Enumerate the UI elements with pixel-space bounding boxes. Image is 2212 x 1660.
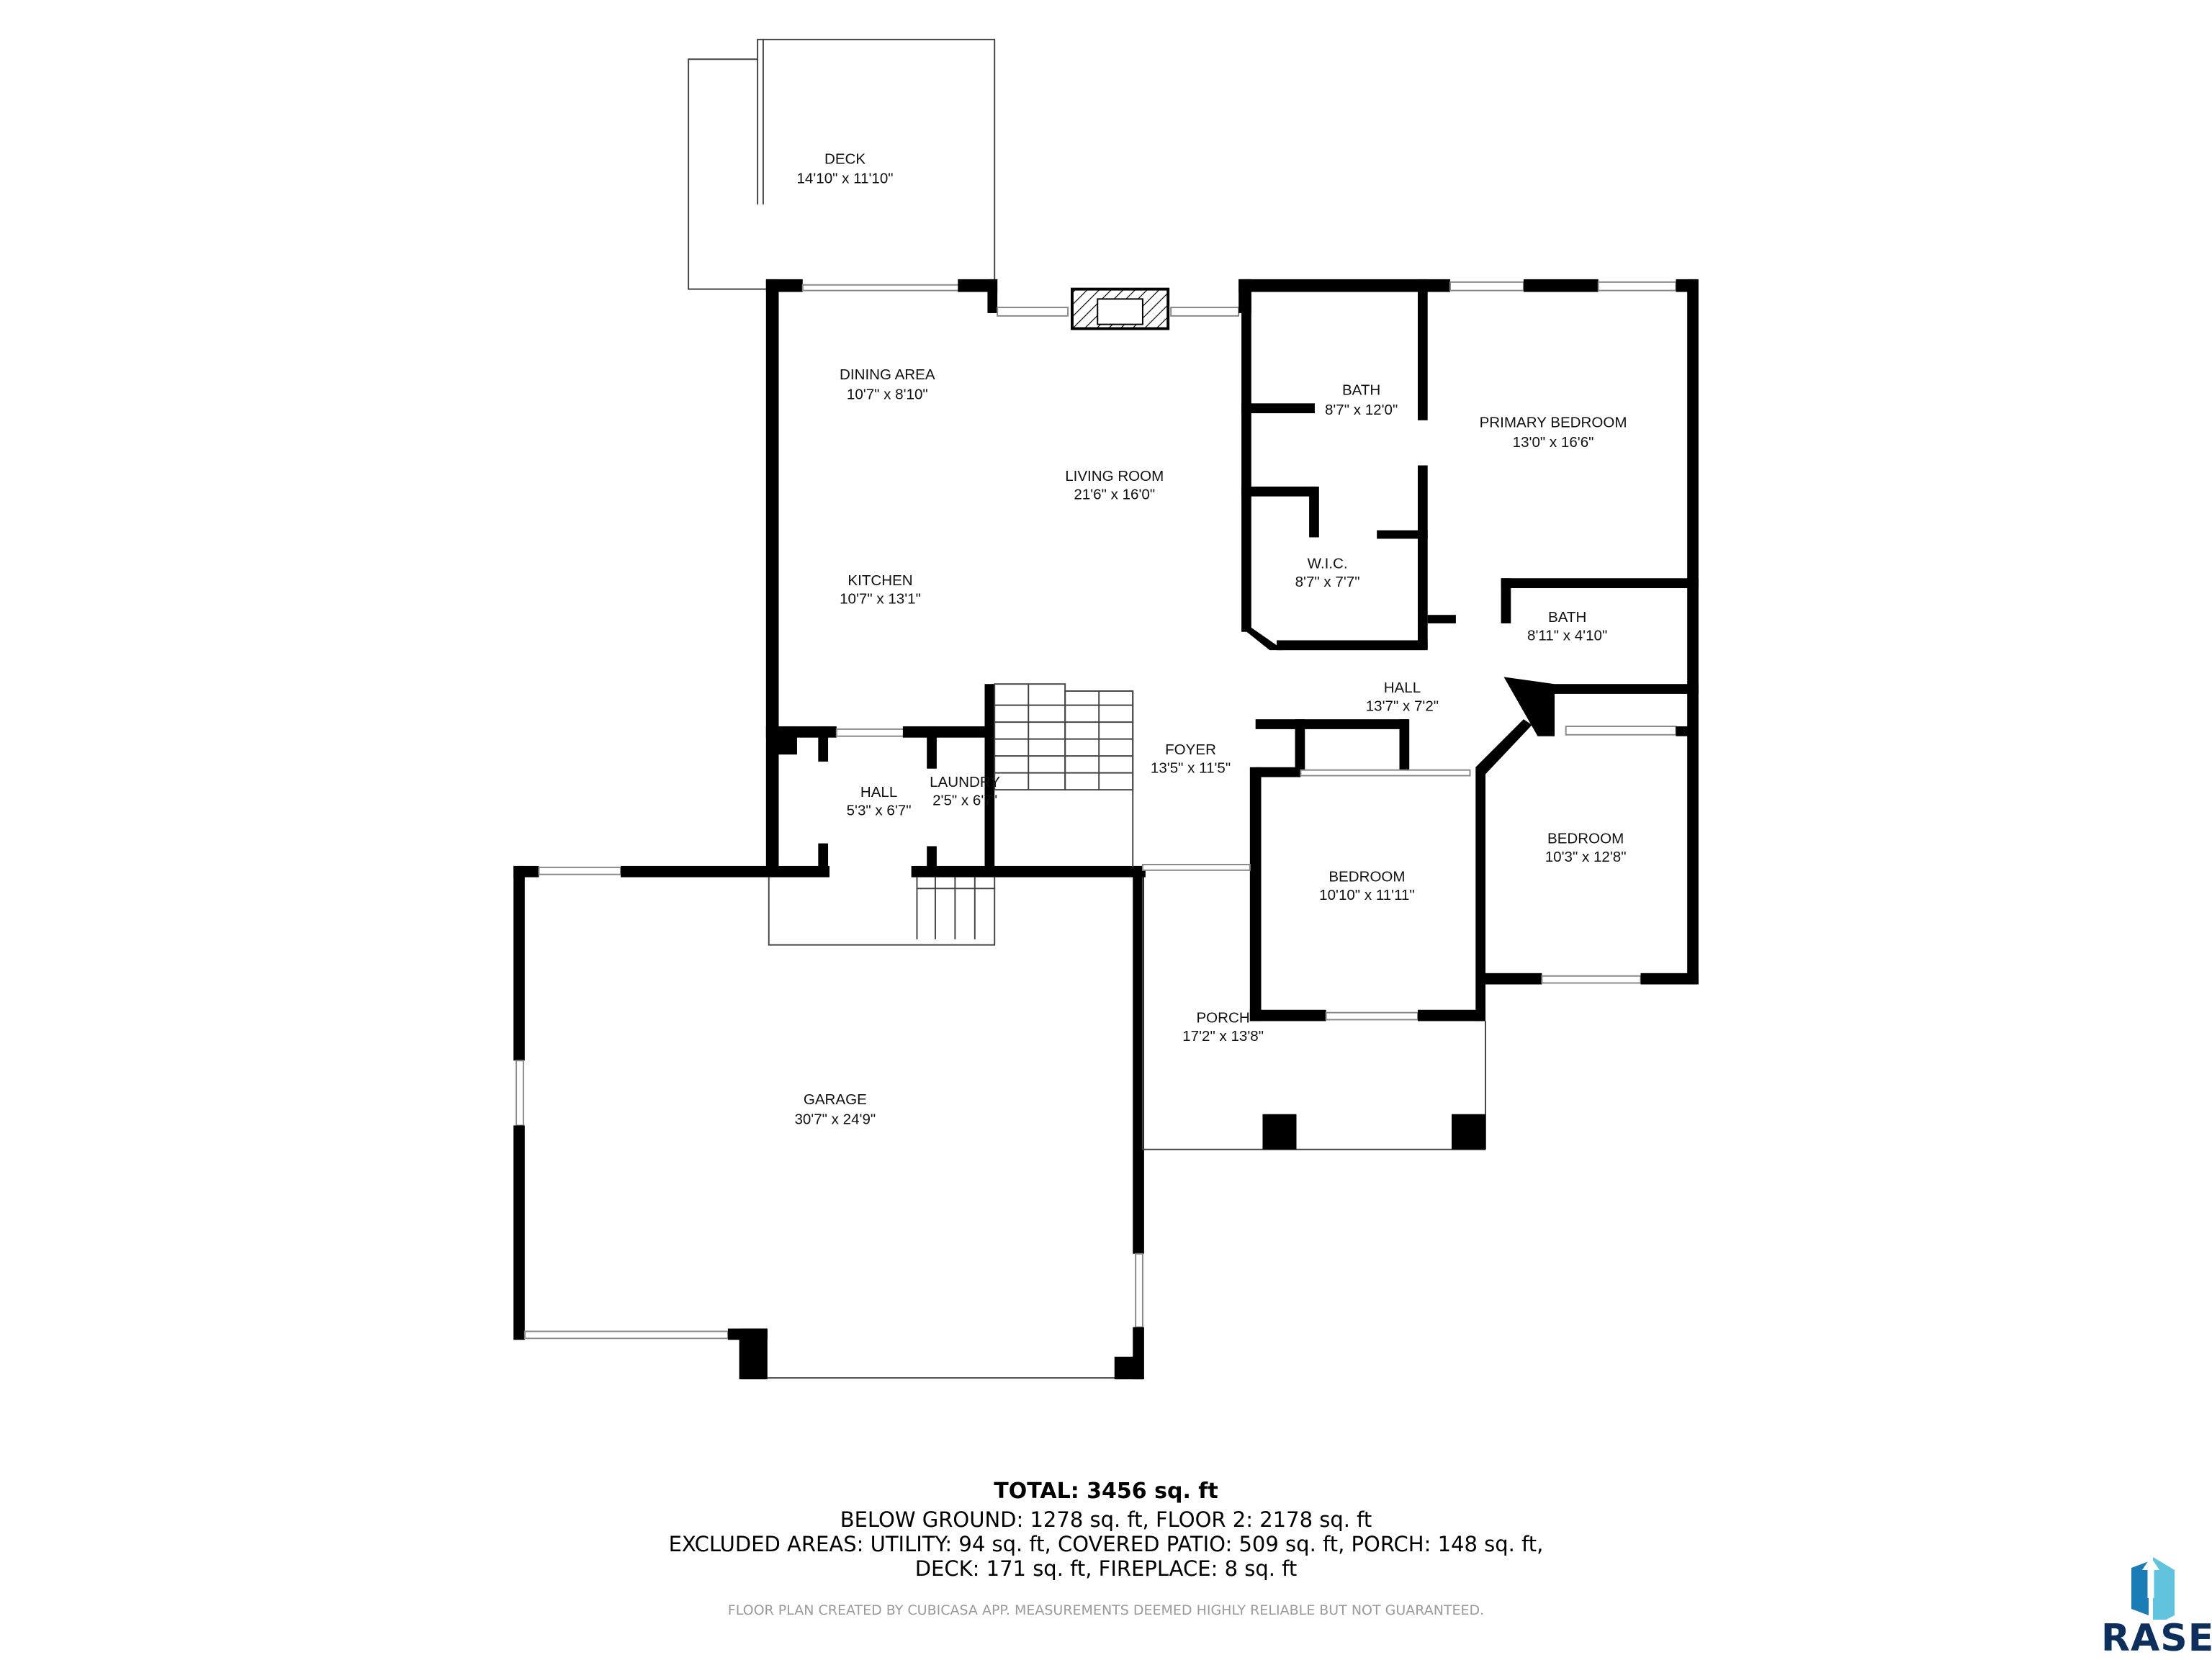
room-name-foyer: FOYER: [1165, 741, 1216, 758]
room-dims-bedroom-2: 10'3" x 12'8": [1545, 849, 1627, 865]
room-name-kitchen: KITCHEN: [848, 572, 912, 589]
area-breakdown: BELOW GROUND: 1278 sq. ft, FLOOR 2: 2178…: [840, 1507, 1372, 1532]
room-dims-laundry: 2'5" x 6'7": [932, 793, 997, 809]
disclaimer: FLOOR PLAN CREATED BY CUBICASA APP. MEAS…: [727, 1602, 1485, 1618]
total-area: TOTAL: 3456 sq. ft: [994, 1479, 1218, 1504]
room-dims-dining: 10'7" x 8'10": [847, 386, 928, 402]
logo-text: RASE: [2101, 1617, 2212, 1660]
room-dims-garage: 30'7" x 24'9": [794, 1111, 876, 1127]
room-dims-deck: 14'10" x 11'10": [796, 171, 893, 187]
room-name-hall-2: HALL: [860, 784, 897, 800]
room-name-wic: W.I.C.: [1308, 556, 1348, 572]
room-name-hall: HALL: [1384, 680, 1421, 696]
room-dims-bedroom: 10'10" x 11'11": [1319, 887, 1415, 903]
room-name-deck: DECK: [824, 150, 866, 167]
stairs: [916, 683, 1134, 939]
room-labels: DECK 14'10" x 11'10" DINING AREA 10'7" x…: [794, 150, 1627, 1127]
rase-logo-icon: [2131, 1557, 2175, 1620]
excluded-areas-cont: DECK: 171 sq. ft, FIREPLACE: 8 sq. ft: [914, 1556, 1298, 1581]
room-dims-bath: 8'7" x 12'0": [1325, 402, 1398, 418]
room-dims-wic: 8'7" x 7'7": [1295, 574, 1360, 590]
room-dims-living: 21'6" x 16'0": [1074, 487, 1155, 503]
room-dims-kitchen: 10'7" x 13'1": [840, 591, 921, 608]
deck-outline: [688, 38, 996, 290]
excluded-areas: EXCLUDED AREAS: UTILITY: 94 sq. ft, COVE…: [668, 1532, 1544, 1556]
room-name-living: LIVING ROOM: [1065, 468, 1164, 484]
room-dims-bath-2: 8'11" x 4'10": [1527, 627, 1607, 644]
room-name-garage: GARAGE: [804, 1091, 867, 1108]
room-dims-porch: 17'2" x 13'8": [1182, 1028, 1264, 1045]
room-name-bath: BATH: [1342, 382, 1380, 399]
room-name-dining: DINING AREA: [840, 366, 935, 383]
room-dims-foyer: 13'5" x 11'5": [1151, 760, 1231, 777]
room-name-bedroom: BEDROOM: [1328, 868, 1405, 885]
room-dims-primary-bedroom: 13'0" x 16'6": [1513, 434, 1594, 451]
room-dims-hall-2: 5'3" x 6'7": [847, 802, 912, 818]
room-name-primary-bedroom: PRIMARY BEDROOM: [1480, 415, 1627, 431]
walls: [513, 279, 1699, 1380]
room-name-laundry: LAUNDRY: [930, 774, 1000, 790]
room-name-porch: PORCH: [1196, 1009, 1249, 1026]
room-dims-hall: 13'7" x 7'2": [1366, 698, 1439, 714]
room-name-bath-2: BATH: [1548, 609, 1586, 626]
room-name-bedroom-2: BEDROOM: [1547, 831, 1624, 847]
